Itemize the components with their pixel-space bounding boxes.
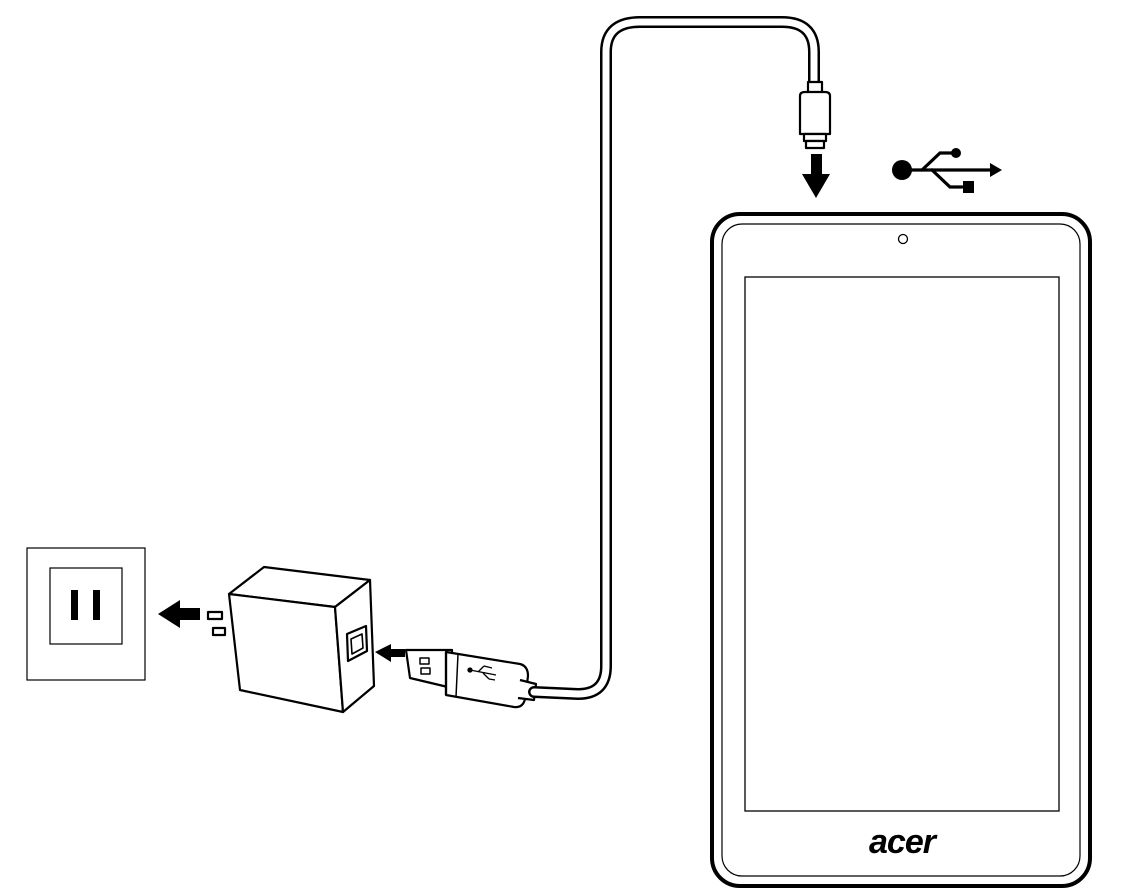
usb-cable-icon [528, 16, 820, 700]
outlet-icon [26, 547, 146, 681]
usb-symbol-icon [892, 148, 1002, 193]
acer-logo: acer [869, 823, 938, 861]
arrow-left-icon [158, 600, 200, 628]
tablet-screen [744, 276, 1060, 812]
micro-usb-plug-icon [798, 80, 832, 150]
adapter-icon [206, 565, 376, 714]
arrow-down-icon [802, 154, 830, 198]
usb-plug-icon [404, 648, 538, 709]
arrow-left-icon [375, 644, 405, 662]
tablet-icon: acer [710, 212, 1092, 888]
camera-icon [897, 233, 909, 245]
